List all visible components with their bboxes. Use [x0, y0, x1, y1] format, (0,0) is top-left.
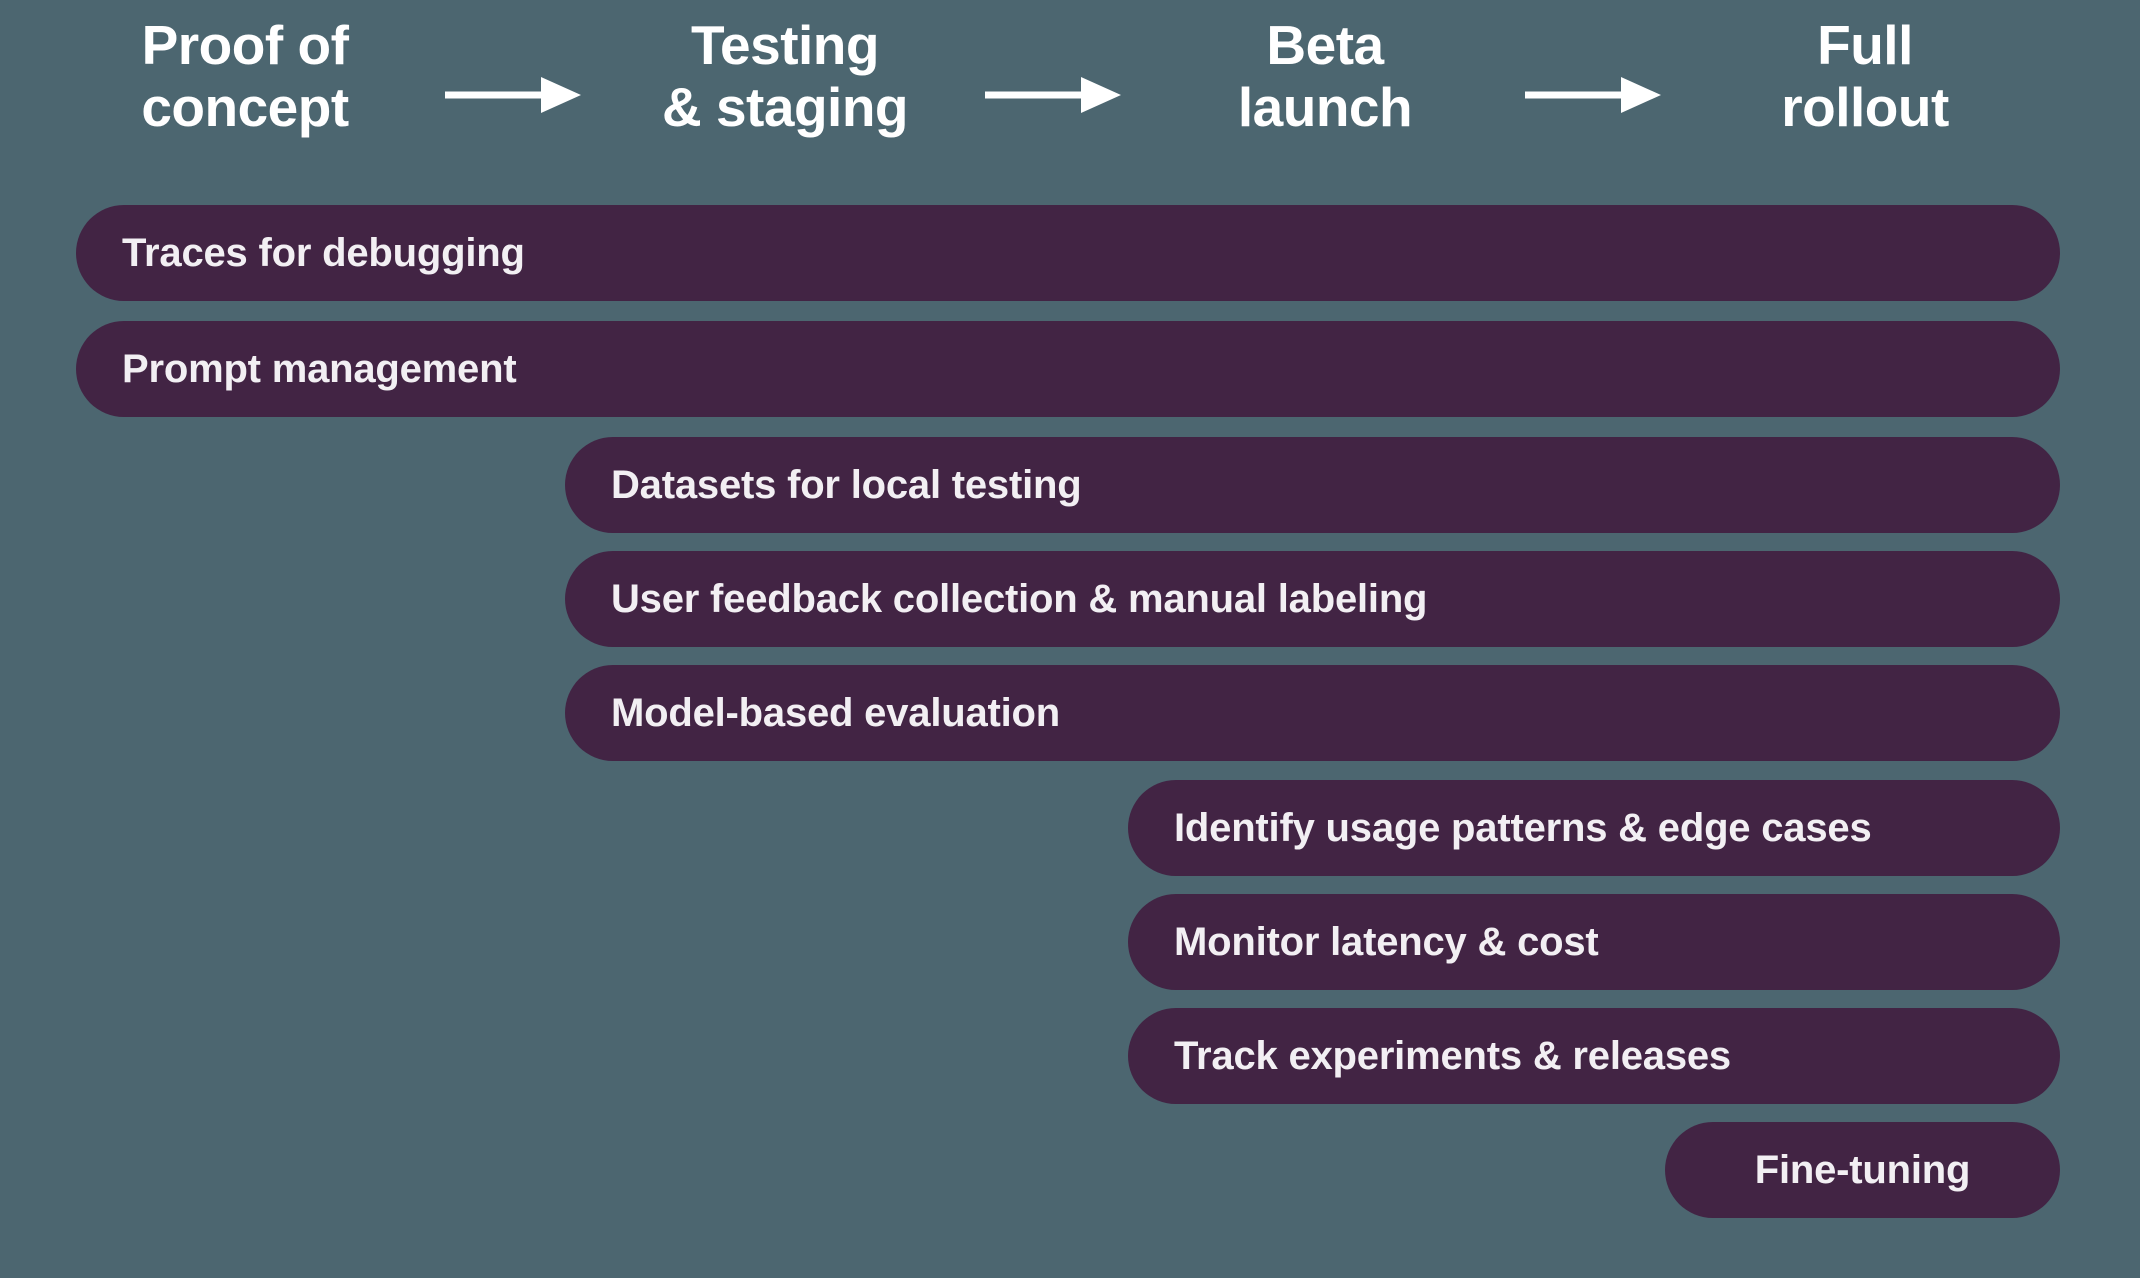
stage-label-line2: launch — [1237, 76, 1413, 139]
capability-bar[interactable]: Prompt management — [76, 321, 2060, 417]
stage-label-line1: Beta — [1266, 14, 1384, 76]
stage-label-line2: rollout — [1781, 76, 1949, 139]
capability-bar-label: Model-based evaluation — [611, 690, 1061, 735]
stage-label-line1: Proof of — [141, 14, 349, 76]
arrow-right-icon-1 — [445, 74, 595, 116]
capability-bar[interactable]: User feedback collection & manual labeli… — [565, 551, 2060, 647]
capability-bar-label: Traces for debugging — [122, 230, 525, 275]
capability-bar-label: Datasets for local testing — [611, 462, 1082, 507]
capability-bar-label: Identify usage patterns & edge cases — [1174, 805, 1872, 850]
arrow-right-icon-2 — [985, 74, 1135, 116]
capability-bar-label: Track experiments & releases — [1174, 1033, 1731, 1078]
capability-bar[interactable]: Model-based evaluation — [565, 665, 2060, 761]
capability-bar[interactable]: Datasets for local testing — [565, 437, 2060, 533]
capability-bar-label: Fine-tuning — [1754, 1147, 1971, 1192]
capability-bar-label: User feedback collection & manual labeli… — [611, 576, 1428, 621]
stage-label-line2: concept — [141, 76, 349, 139]
arrow-right-icon-3 — [1525, 74, 1675, 116]
stage-label-line2: & staging — [661, 76, 909, 139]
capability-bar[interactable]: Fine-tuning — [1665, 1122, 2060, 1218]
stage-label-line1: Full — [1817, 14, 1913, 76]
capability-bar[interactable]: Identify usage patterns & edge cases — [1128, 780, 2060, 876]
capability-bar-label: Prompt management — [122, 346, 517, 391]
stage-label-2: Testing& staging — [605, 14, 965, 138]
capability-bar[interactable]: Monitor latency & cost — [1128, 894, 2060, 990]
capability-bar-label: Monitor latency & cost — [1174, 919, 1599, 964]
stage-label-line1: Testing — [691, 14, 879, 76]
capability-bar[interactable]: Traces for debugging — [76, 205, 2060, 301]
capability-bar[interactable]: Track experiments & releases — [1128, 1008, 2060, 1104]
